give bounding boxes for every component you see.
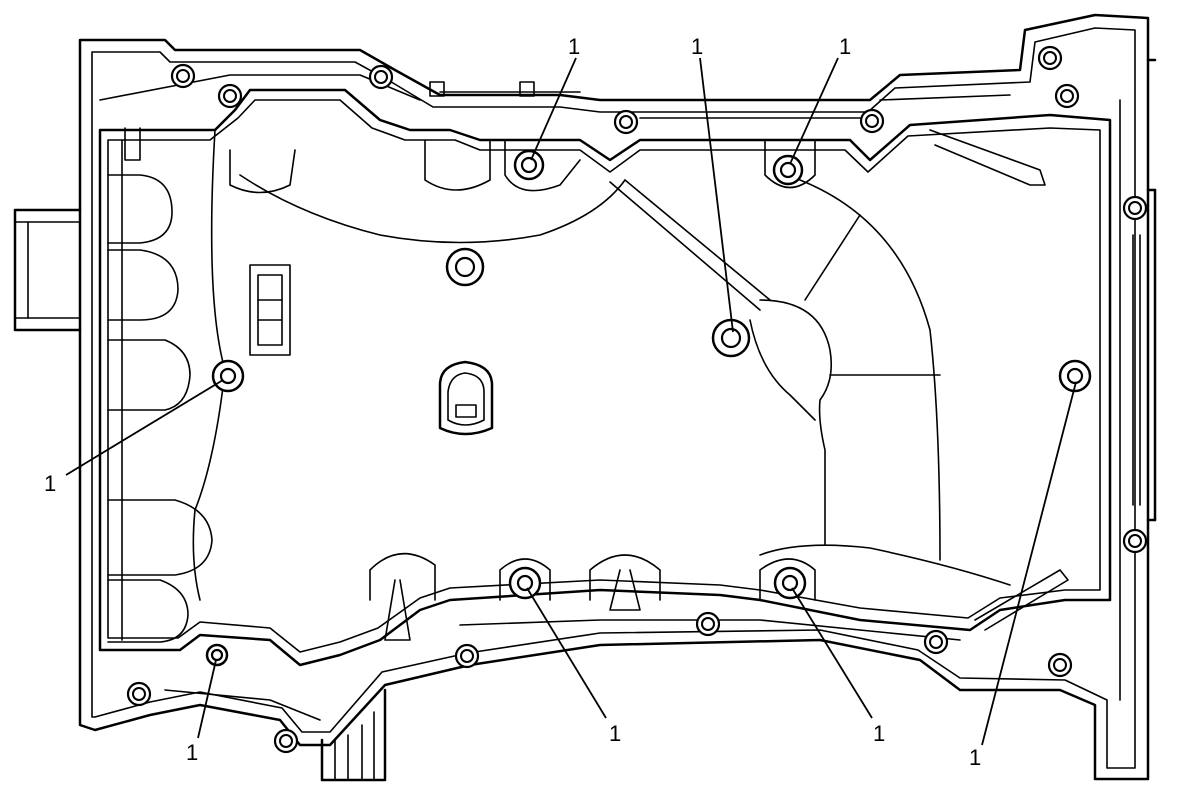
leader-line	[981, 381, 1077, 746]
callout-bolts	[205, 149, 1092, 667]
flange-hole	[1054, 83, 1080, 109]
callout-label: 1	[186, 740, 198, 765]
callout-label: 1	[691, 34, 703, 59]
top-tabs	[429, 81, 581, 97]
leader-line	[791, 587, 873, 719]
leader-line	[65, 379, 224, 476]
left-connector	[13, 208, 82, 332]
bolt	[513, 149, 545, 181]
sump-inner-outline	[98, 88, 1112, 667]
right-edge-detail	[1132, 58, 1157, 522]
flange-hole	[613, 109, 639, 135]
flange-hole	[923, 629, 949, 655]
flange-hole	[1122, 528, 1148, 554]
bolt	[773, 566, 807, 600]
leader-line	[526, 587, 607, 719]
pan-outer-outline	[78, 13, 1150, 781]
flange-hole	[695, 611, 721, 637]
bolt	[711, 318, 751, 358]
bottom-bosses	[369, 552, 816, 641]
callout-label: 1	[44, 471, 56, 496]
bolt	[205, 643, 229, 667]
bottom-protrusion	[320, 688, 387, 782]
flange-hole	[368, 64, 394, 90]
bolt	[508, 566, 542, 600]
leader-line	[530, 57, 577, 161]
flange-hole	[1122, 195, 1148, 221]
flange-hole	[454, 643, 480, 669]
top-bosses	[229, 139, 816, 194]
flange-grooves	[99, 74, 1121, 721]
drain-plug-boss	[438, 360, 494, 436]
flange-hole	[170, 63, 196, 89]
left-rib-pockets	[107, 127, 226, 643]
flange-hole	[273, 728, 299, 754]
leader-line	[197, 659, 217, 739]
callout-label: 1	[568, 34, 580, 59]
flange-bolt-holes	[126, 45, 1148, 754]
callout-label: 1	[873, 721, 885, 746]
bolt	[772, 154, 804, 186]
leader-line	[789, 57, 839, 165]
inner-ribs	[239, 129, 1069, 631]
flange-hole	[126, 681, 152, 707]
flange-hole	[1047, 652, 1073, 678]
callout-label: 1	[839, 34, 851, 59]
bolt	[211, 359, 245, 393]
callout-label: 1	[609, 721, 621, 746]
leader-line	[699, 57, 734, 333]
callout-labels: 1 1 1 1 1 1 1 1	[44, 34, 981, 770]
flange-hole	[217, 83, 243, 109]
bolt	[445, 247, 485, 287]
callout-label: 1	[969, 745, 981, 770]
flange-hole	[859, 108, 885, 134]
leader-lines	[65, 57, 1077, 746]
flange-hole	[1037, 45, 1063, 71]
